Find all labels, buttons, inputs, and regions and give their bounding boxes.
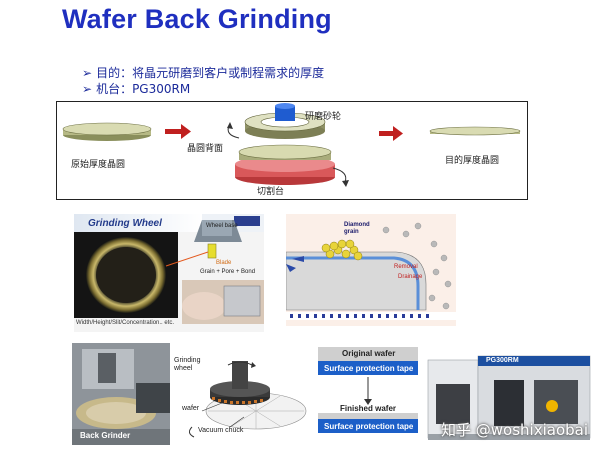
blade-sample bbox=[207, 243, 217, 259]
original-wafer-shape bbox=[62, 122, 152, 141]
vacuum-chuck-label: Vacuum chuck bbox=[198, 427, 244, 434]
original-wafer-label: Original wafer bbox=[342, 349, 396, 358]
spindle-shape bbox=[275, 103, 295, 121]
label-grinding-wheel: 研磨砂轮 bbox=[305, 112, 342, 122]
page-title: Wafer Back Grinding bbox=[62, 4, 332, 34]
back-grinder-svg bbox=[72, 343, 170, 445]
cutting-table-shape bbox=[235, 156, 335, 185]
wheel-panel-heading: Grinding Wheel bbox=[88, 218, 162, 229]
grinding-wheel-panel: Grinding Wheel Wheel base Blade Grain + … bbox=[74, 214, 264, 332]
wafer-on-table-shape bbox=[238, 144, 332, 160]
blade-formula: Grain + Pore + Bond bbox=[200, 269, 256, 275]
bullet-purpose: ➢目的：将晶元研磨到客户或制程需求的厚度 bbox=[82, 64, 324, 81]
bullet-arrow-icon: ➢ bbox=[82, 66, 93, 80]
diamond-grain-label: Diamond grain bbox=[344, 222, 370, 235]
pg300rm-machine-svg bbox=[427, 355, 591, 440]
grinding-wheel-panel-svg bbox=[74, 214, 264, 324]
process-arrow-icon bbox=[165, 124, 191, 139]
drainage-label: Drainage bbox=[398, 274, 423, 280]
tape-top-label: Surface protection tape bbox=[324, 364, 414, 373]
grinder-schematic: Grinding wheel wafer Vacuum chuck bbox=[172, 343, 310, 445]
wheel-panel-caption: Width/Height/Slit/Concentration.. etc. bbox=[76, 320, 175, 326]
removal-label: Removal bbox=[394, 264, 418, 270]
tape-process-figure: Original wafer Surface protection tape F… bbox=[312, 343, 420, 445]
process-diagram-svg bbox=[62, 103, 521, 187]
diamond-grain-svg bbox=[285, 214, 456, 326]
pg300rm-machine: PG300RM bbox=[424, 350, 594, 445]
bullet-purpose-text: 目的：将晶元研磨到客户或制程需求的厚度 bbox=[96, 66, 325, 80]
label-cutting-table: 切割台 bbox=[257, 187, 285, 197]
grinding-wheel-label: Grinding wheel bbox=[174, 357, 201, 372]
back-grinder-label: Back Grinder bbox=[80, 431, 131, 440]
label-wafer-back: 晶圆背面 bbox=[187, 144, 224, 154]
label-target-wafer: 目的厚度晶圆 bbox=[445, 156, 500, 166]
diamond-grains bbox=[321, 239, 363, 261]
wafer-label: wafer bbox=[182, 405, 200, 412]
tape-process-svg bbox=[318, 347, 418, 433]
target-wafer-shape bbox=[429, 126, 521, 136]
back-grinder-photo: Back Grinder bbox=[72, 343, 170, 445]
watermark: 知乎 @woshixiaobai bbox=[441, 421, 588, 439]
bullet-machine: ➢机台：PG300RM bbox=[82, 80, 190, 97]
bullet-machine-text: 机台：PG300RM bbox=[96, 82, 191, 96]
grinding-wheel-shape bbox=[244, 112, 326, 139]
machine-model-label: PG300RM bbox=[486, 357, 519, 364]
finished-wafer-label: Finished wafer bbox=[340, 404, 397, 413]
bullet-arrow-icon: ➢ bbox=[82, 82, 93, 96]
wheel-base-label: Wheel base bbox=[206, 223, 238, 229]
label-original-wafer: 原始厚度晶圆 bbox=[71, 160, 126, 170]
grinder-schematic-svg bbox=[188, 361, 307, 438]
blade-label: Blade bbox=[216, 260, 232, 266]
process-diagram: 原始厚度晶圆 晶圆背面 研磨砂轮 切割台 目的厚度晶圆 bbox=[56, 101, 528, 200]
rotate-arrow-icon bbox=[332, 167, 347, 183]
process-arrow-icon bbox=[379, 126, 403, 141]
diamond-grain-panel: Diamond grain Removal Drainage bbox=[285, 214, 456, 326]
tape-bottom-label: Surface protection tape bbox=[324, 422, 414, 431]
